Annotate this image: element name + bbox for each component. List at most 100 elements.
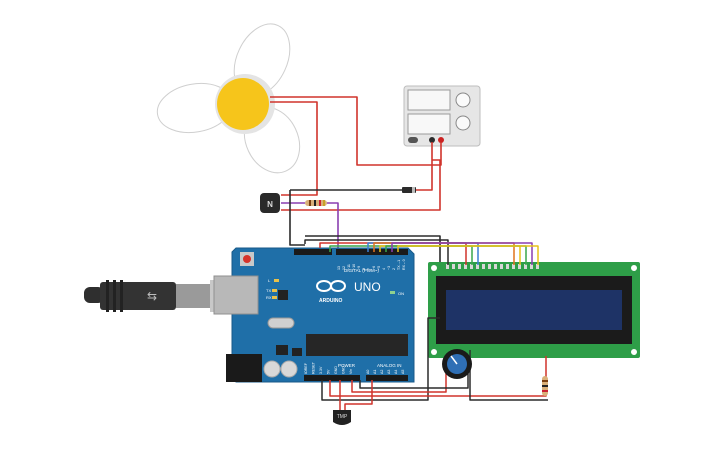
current-knob[interactable] <box>455 115 471 131</box>
resistor-lcd[interactable] <box>542 376 548 396</box>
pin-label: 7 <box>367 268 371 270</box>
pin-label: ~3 <box>387 266 391 270</box>
wire-fan-to-supply <box>270 96 442 166</box>
pin-label: RESET <box>312 361 316 374</box>
regulator-2 <box>292 348 302 356</box>
lcd-screen <box>446 290 622 330</box>
regulator <box>276 345 288 355</box>
arduino-model: UNO <box>354 280 381 294</box>
diode-band <box>412 187 415 193</box>
pin-label: ~11 <box>347 264 351 270</box>
pin-label: ~5 <box>377 266 381 270</box>
resistor-top[interactable] <box>305 200 327 206</box>
lcd-pin[interactable] <box>518 264 521 269</box>
lcd-pin[interactable] <box>530 264 533 269</box>
lcd-pin[interactable] <box>536 264 539 269</box>
pin-label: 4 <box>382 268 386 270</box>
pin-label: GND <box>334 366 338 374</box>
analog-label: ANALOG IN <box>377 363 402 368</box>
usb-cable: ⇆ <box>84 280 232 312</box>
diode[interactable] <box>402 187 416 193</box>
lcd-pin[interactable] <box>488 264 491 269</box>
pin-label: ~10 <box>352 264 356 270</box>
digital-label: DIGITAL (PWM~) <box>344 268 379 273</box>
lcd-pin[interactable] <box>482 264 485 269</box>
on-led <box>390 291 395 294</box>
lcd-pin[interactable] <box>446 264 449 269</box>
transistor[interactable]: N <box>260 193 280 213</box>
lcd-pin[interactable] <box>476 264 479 269</box>
usb-connector <box>176 284 214 308</box>
wire-lcd-yellow-2 <box>397 245 539 265</box>
rx-led <box>272 296 277 299</box>
transistor-body <box>260 193 280 213</box>
wire-supply-neg <box>413 142 433 191</box>
transistor-label: N <box>267 200 273 209</box>
lcd-pin[interactable] <box>500 264 503 269</box>
lcd-pin[interactable] <box>512 264 515 269</box>
l-led <box>274 279 279 282</box>
temperature-sensor[interactable]: TMP <box>333 410 351 425</box>
wire-5v-bottom <box>329 356 547 397</box>
capacitor-2 <box>280 360 298 378</box>
wires-lcd <box>304 239 548 412</box>
lcd-pin[interactable] <box>452 264 455 269</box>
fan-icon <box>217 78 269 130</box>
usb-plug-icon <box>84 287 104 303</box>
wire-fan-to-collector <box>270 101 318 196</box>
lcd-pin[interactable] <box>470 264 473 269</box>
potentiometer[interactable] <box>442 349 472 379</box>
arduino-uno[interactable]: UNO ARDUINO DIGITAL (PWM~) POWER ANALOG … <box>213 247 415 383</box>
pin-label: Vin <box>349 369 353 374</box>
pin-label: A2 <box>380 370 384 374</box>
rx-led-label: RX <box>266 295 272 300</box>
power-supply-terminal-neg[interactable] <box>429 137 435 143</box>
wires-top <box>270 96 442 265</box>
pin-label: RX←0 <box>402 259 406 270</box>
digital-header-right <box>336 249 408 255</box>
lcd-pin[interactable] <box>464 264 467 269</box>
wire-analog-sensor <box>344 380 373 412</box>
lcd-pin[interactable] <box>494 264 497 269</box>
power-label: POWER <box>338 363 356 368</box>
wire-gnd-bottom <box>321 317 440 401</box>
pin-label: A4 <box>394 370 398 374</box>
fan[interactable] <box>153 15 310 182</box>
lcd-16x2[interactable] <box>428 262 640 358</box>
digital-header-left <box>294 249 332 255</box>
on-led-label: ON <box>398 291 404 296</box>
usb-symbol: ⇆ <box>147 289 157 303</box>
analog-header <box>366 375 408 381</box>
capacitor-1 <box>263 360 281 378</box>
pin-label: GND <box>342 366 346 374</box>
power-supply-display-2 <box>407 113 451 135</box>
pin-label: 5V <box>327 369 331 374</box>
usb-jack <box>213 275 259 315</box>
crystal <box>267 317 295 329</box>
lcd-pins <box>446 264 539 269</box>
small-chip <box>278 290 288 300</box>
sensor-label: TMP <box>337 414 348 420</box>
power-switch[interactable] <box>408 137 418 143</box>
power-supply-terminal-pos[interactable] <box>438 137 444 143</box>
lcd-pin[interactable] <box>458 264 461 269</box>
wire-black-to-lcd <box>305 235 441 265</box>
wire-gnd-bus-black <box>289 190 305 246</box>
wire-pot-red <box>351 368 447 393</box>
pin-label: A0 <box>366 370 370 374</box>
atmega-chip <box>306 334 408 356</box>
pin-label: 12 <box>342 266 346 270</box>
power-supply[interactable] <box>403 85 481 147</box>
lcd-pin[interactable] <box>524 264 527 269</box>
dc-jack <box>226 354 262 382</box>
lcd-pin[interactable] <box>506 264 509 269</box>
pin-label: 3.3V <box>319 366 323 374</box>
pin-label: ~6 <box>372 266 376 270</box>
pin-label: IOREF <box>304 362 308 374</box>
pin-label: 13 <box>337 266 341 270</box>
pin-label: TX→1 <box>397 260 401 270</box>
voltage-knob[interactable] <box>455 92 471 108</box>
